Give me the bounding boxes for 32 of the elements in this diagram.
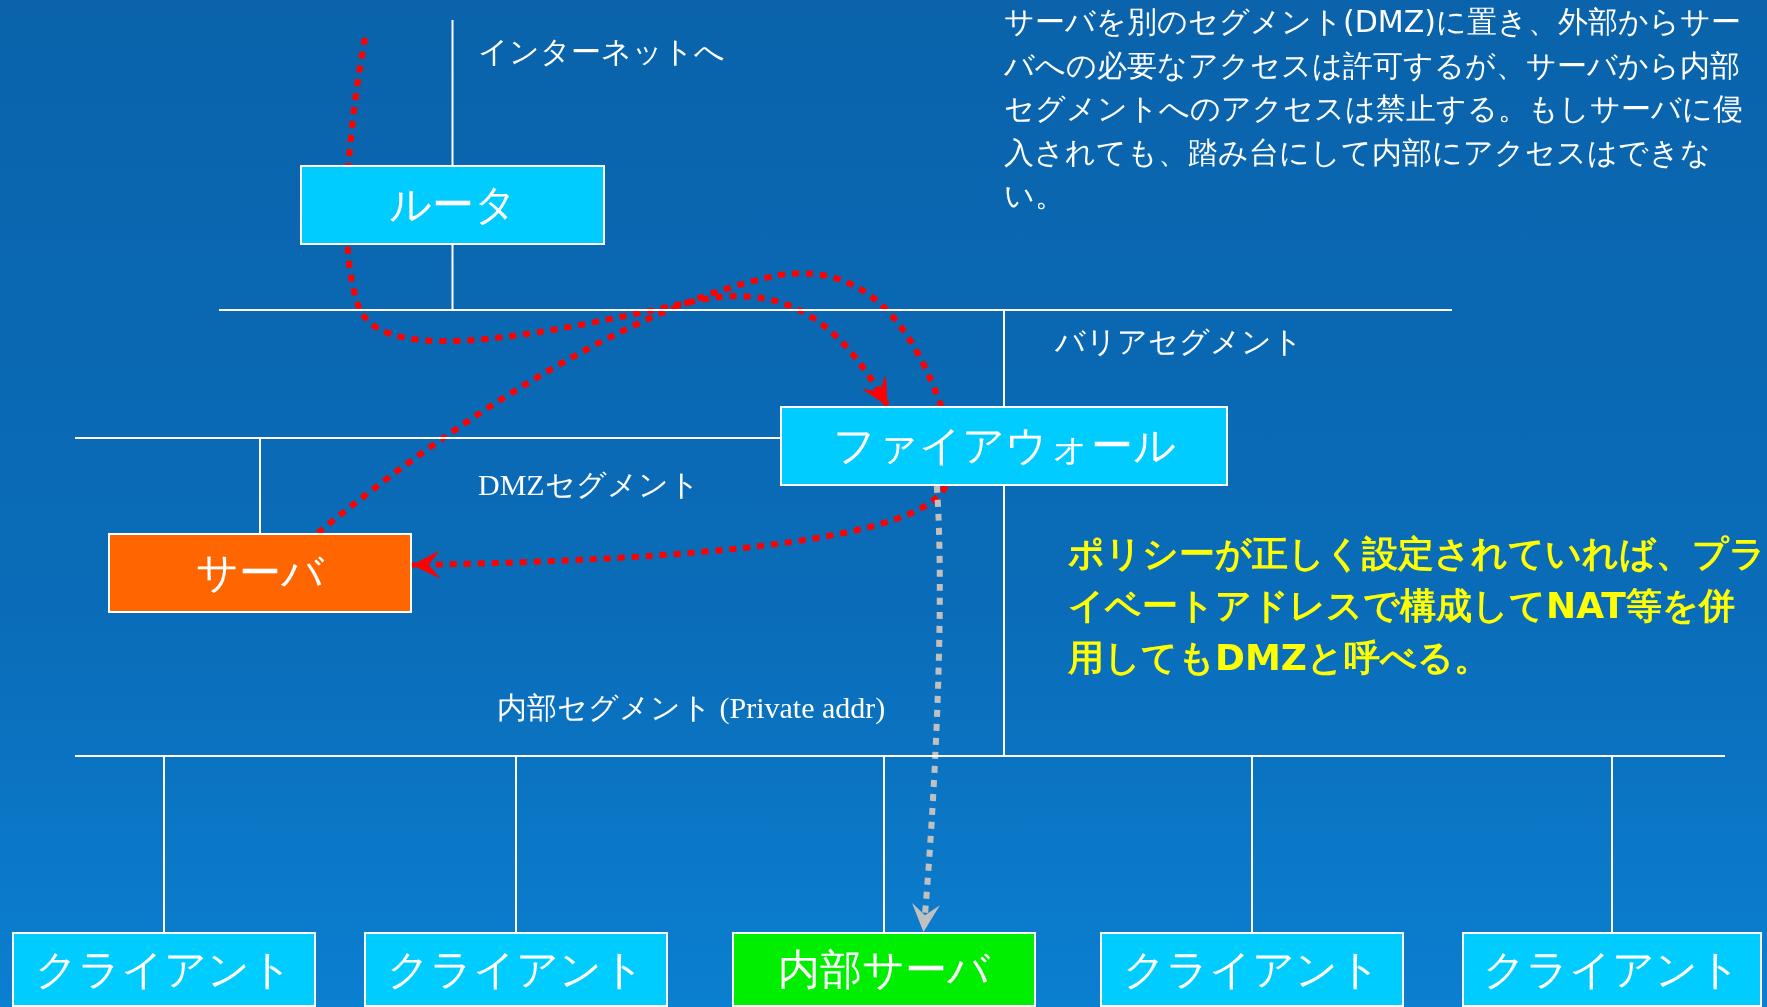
network-segment-line [75,437,700,439]
network-segment-line [75,755,1725,757]
segment-label: DMZセグメント [478,467,700,503]
network-cable-line [163,755,165,933]
segment-label: バリアセグメント [1055,323,1303,361]
dashed-arrow [343,37,891,408]
device-box: ルータ [300,165,605,245]
network-cable-line [451,244,454,311]
explanation-text: サーバを別のセグメント(DMZ)に置き、外部からサーバへの必要なアクセスは許可するが、サーバから内部セグメントへのアクセスは禁止する。もしサーバに侵入されても、踏み台にして内部にアクセスはできない。 [1004,3,1744,215]
network-cable-line [1611,755,1613,933]
network-cable-line [259,437,261,534]
network-cable-line [1003,485,1005,757]
network-cable-line [883,755,885,933]
network-cable-line [1251,755,1253,933]
dashed-line [315,270,945,536]
network-cable-line [1003,309,1005,407]
network-cable-line [451,19,454,166]
device-box: ファイアウォール [780,406,1228,486]
device-box: クライアント [364,932,668,1007]
dashed-arrow [411,484,949,579]
note-text: ポリシーが正しく設定されていれば、プライベートアドレスで構成してNAT等を併用してもDMZと呼べる。 [1068,532,1767,681]
network-cable-line [699,437,781,439]
edge-label: インターネットへ [478,33,725,71]
device-box: クライアント [1100,932,1404,1007]
segment-label: 内部セグメント (Private addr) [497,690,886,726]
device-box: 内部サーバ [732,932,1036,1007]
network-segment-line [219,309,1452,311]
device-box: サーバ [108,533,412,613]
dashed-arrow [911,485,943,933]
device-box: クライアント [12,932,316,1007]
device-box: クライアント [1462,932,1762,1007]
network-cable-line [515,755,517,933]
